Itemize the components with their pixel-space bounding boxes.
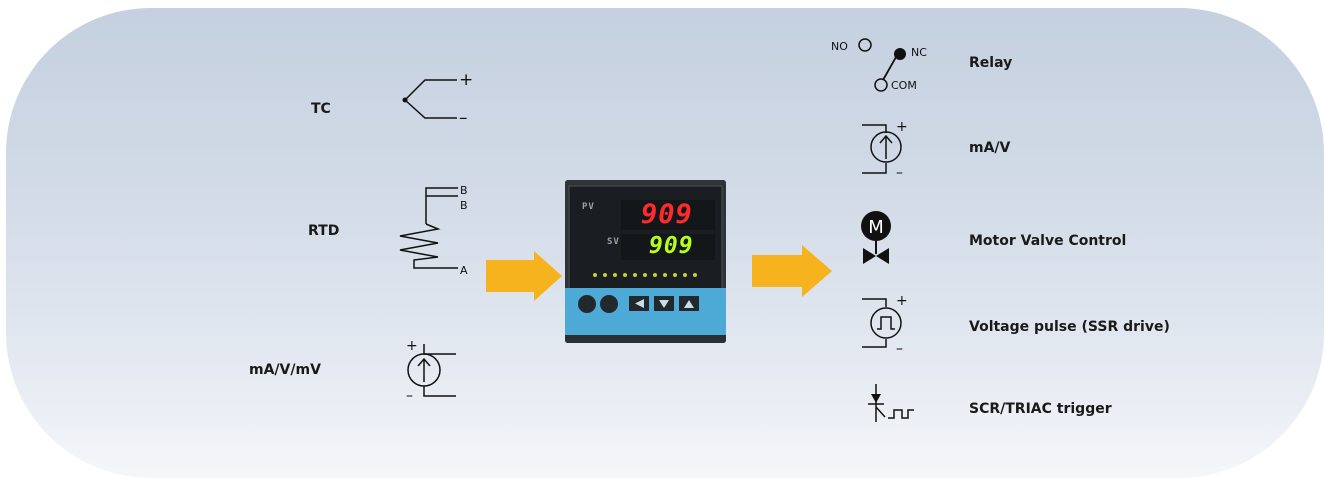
controller-body — [565, 180, 726, 343]
relay-nc-label: NC — [911, 46, 927, 59]
pv-display-value: 909 — [641, 199, 693, 230]
output-arrow-icon — [752, 245, 832, 297]
sv-display-value: 909 — [649, 233, 694, 259]
relay-com-label: COM — [891, 79, 917, 92]
current-source-output-icon: + – — [860, 115, 920, 181]
input-label-rtd: RTD — [308, 223, 340, 239]
motor-valve-icon: M — [858, 210, 898, 270]
relay-no-label: NO — [831, 40, 848, 53]
mav-minus-sign: – — [896, 165, 903, 181]
output-label-scr-triac: SCR/TRIAC trigger — [969, 401, 1112, 417]
tc-plus-sign: + — [459, 70, 473, 90]
rtd-terminal-a: A — [460, 264, 468, 277]
output-label-voltage-pulse: Voltage pulse (SSR drive) — [969, 319, 1170, 335]
rtd-terminal-b1: B — [460, 184, 468, 197]
pulse-minus-sign: – — [896, 341, 903, 357]
tc-minus-sign: – — [459, 108, 468, 128]
input-label-mavmv: mA/V/mV — [249, 362, 321, 378]
temperature-controller: PV 909 SV 909 — [565, 180, 726, 343]
scr-triac-icon — [866, 382, 926, 426]
input-arrow-icon — [486, 251, 562, 301]
output-label-mav: mA/V — [969, 140, 1011, 156]
rtd-terminal-b2: B — [460, 199, 468, 212]
sv-label: SV — [607, 237, 620, 247]
input-label-tc: TC — [311, 101, 331, 117]
mavmv-minus-sign: – — [406, 388, 413, 404]
current-source-input-icon: + – — [404, 336, 464, 406]
relay-contact-icon: NO NC COM — [831, 36, 951, 96]
output-label-motor-valve: Motor Valve Control — [969, 233, 1127, 249]
motor-letter: M — [868, 217, 884, 238]
pulse-plus-sign: + — [896, 293, 908, 309]
mavmv-plus-sign: + — [406, 338, 418, 354]
thermocouple-icon: + – — [395, 68, 485, 128]
rtd-resistor-icon: B B A — [396, 182, 486, 282]
output-label-relay: Relay — [969, 55, 1013, 71]
mav-plus-sign: + — [896, 119, 908, 135]
pv-label: PV — [582, 202, 595, 212]
voltage-pulse-icon: + – — [860, 293, 920, 359]
